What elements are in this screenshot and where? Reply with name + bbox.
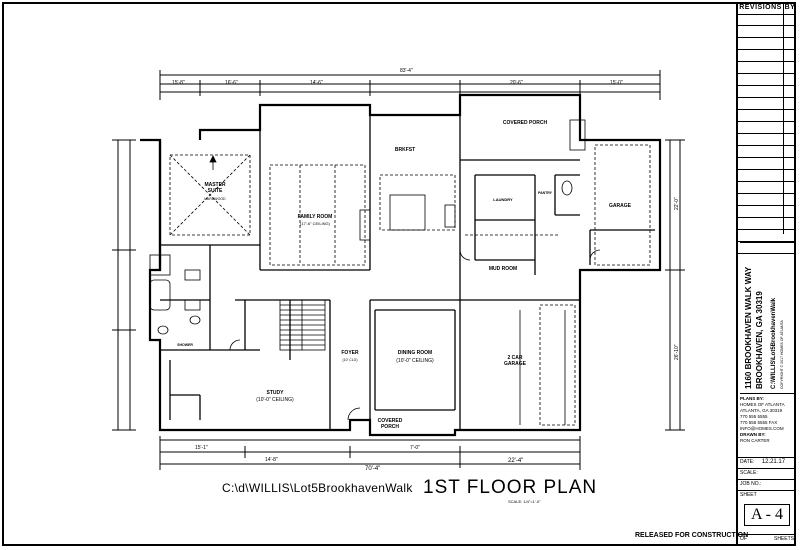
room-garage: GARAGE: [609, 203, 631, 209]
room-breakfast: BRKFST: [394, 147, 416, 153]
sheet-number-value: A - 4: [744, 504, 790, 526]
dim-top-e: 15'-0": [610, 80, 623, 86]
room-study-ceiling: (10'-0" CEILING): [256, 397, 294, 403]
dim-top-a: 15'-8": [172, 80, 185, 86]
sheet-cell: SHEET: [738, 490, 796, 499]
scale-cell: SCALE:: [738, 468, 796, 477]
room-foyer: FOYER: [341, 350, 359, 356]
room-covered-porch-top: COVERED PORCH: [502, 120, 548, 126]
of-sheets-cell: OF SHEETS: [738, 534, 796, 542]
dim-top-c: 14'-6": [310, 80, 323, 86]
dim-bottom-a: 15'-1": [195, 445, 208, 451]
revisions-header: REVISIONS BY: [738, 2, 796, 15]
sheet-number: A - 4: [738, 498, 796, 530]
released-stamp: RELEASED FOR CONSTRUCTION: [635, 532, 749, 539]
room-foyer-ceiling: (10' CLG): [342, 358, 358, 362]
project-address: 1160 BROOKHAVEN WALK WAY BROOKHAVEN, GA …: [740, 242, 794, 394]
dim-overall-top: 83'-4": [400, 68, 413, 74]
drawing-title: 1ST FLOOR PLAN: [423, 477, 598, 498]
room-mud: MUD ROOM: [488, 266, 518, 272]
room-laundry: LAUNDRY: [493, 197, 513, 202]
dim-bottom-right: 22'-4": [508, 458, 524, 464]
dim-overall-bottom: 70'-4": [365, 466, 381, 472]
revisions-grid: [738, 14, 796, 254]
room-covered-porch-bottom: COVERED PORCH: [377, 418, 403, 430]
room-pantry: PANTRY: [538, 191, 552, 195]
copyright: COPYRIGHT © 2017 HOMES OF ATLANTA: [780, 320, 784, 389]
address-file: C:\WILLIS\Lot5BrookhavenWalk: [771, 297, 777, 389]
dim-right-lower: 26'-10": [674, 344, 680, 360]
address-line1: 1160 BROOKHAVEN WALK WAY: [744, 266, 753, 389]
room-shower: SHOWER: [177, 343, 193, 347]
room-study: STUDY: [266, 390, 284, 396]
dim-top-d: 20'-6": [510, 80, 523, 86]
dim-right-upper: 22'-0": [674, 197, 680, 210]
room-dining: DINING ROOM: [397, 350, 433, 356]
room-master-suite: MASTER SUITE: [204, 182, 226, 194]
job-cell: JOB NO.:: [738, 479, 796, 488]
date-cell: DATE: 12.21.17: [738, 457, 796, 466]
dim-top-b: 16'-6": [225, 80, 238, 86]
room-master-floor: HARDWOOD: [204, 197, 226, 201]
dim-bottom-c: 7'-0": [410, 445, 420, 451]
dim-bottom-b: 14'-8": [265, 457, 278, 463]
drawing-scale: SCALE: 1/4"=1'-0": [508, 499, 541, 504]
revisions-label: REVISIONS: [738, 2, 784, 14]
by-label: BY: [784, 4, 796, 11]
room-dining-ceiling: (10'-0" CEILING): [396, 358, 434, 364]
designer-info: PLANS BY: HOMES OF ATLANTA ATLANTA, GA 3…: [740, 396, 785, 443]
address-line2: BROOKHAVEN, GA 30319: [755, 291, 764, 389]
room-2-car-garage: 2 CAR GARAGE: [504, 355, 526, 367]
room-family: FAMILY ROOM: [297, 214, 333, 220]
room-family-ceiling: (17'-6" CEILING): [300, 221, 330, 226]
title-block: REVISIONS BY 1160 BROOKHAVEN WALK WAY BR…: [736, 2, 796, 546]
drawing-file-path: C:\d\WILLIS\Lot5BrookhavenWalk: [222, 481, 413, 495]
